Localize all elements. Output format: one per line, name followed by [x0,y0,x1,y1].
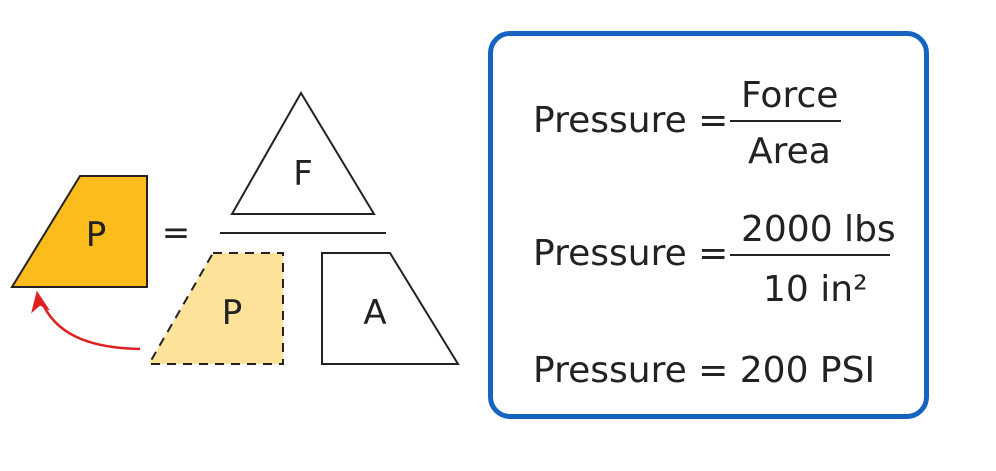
force-triangle [230,91,376,215]
formula-row-2-numerator: 2000 lbs [741,209,896,250]
formula-row-2-fraction-bar [730,254,890,256]
formula-row-1-denominator: Area [748,131,831,172]
pressure-shape-left [10,175,148,288]
equals-sign: = [162,213,191,253]
formula-row-3: Pressure = 200 PSI [533,350,876,391]
formula-row-1-fraction-bar [730,120,841,122]
formula-box: Pressure = Force Area Pressure = 2000 lb… [488,31,929,419]
pressure-label-left: P [86,215,107,255]
formula-row-2-denominator: 10 in² [763,269,868,310]
formula-row-1-numerator: Force [741,75,839,116]
formula-row-2-left: Pressure = [533,233,729,274]
area-label: A [363,293,386,333]
arrow-head-icon [31,290,50,314]
curved-arrow [39,299,141,351]
pressure-shape-ghost [147,252,284,365]
force-label: F [293,154,313,194]
formula-row-1-left: Pressure = [533,100,729,141]
pressure-label-bottom: P [222,293,243,333]
area-shape [321,252,460,365]
